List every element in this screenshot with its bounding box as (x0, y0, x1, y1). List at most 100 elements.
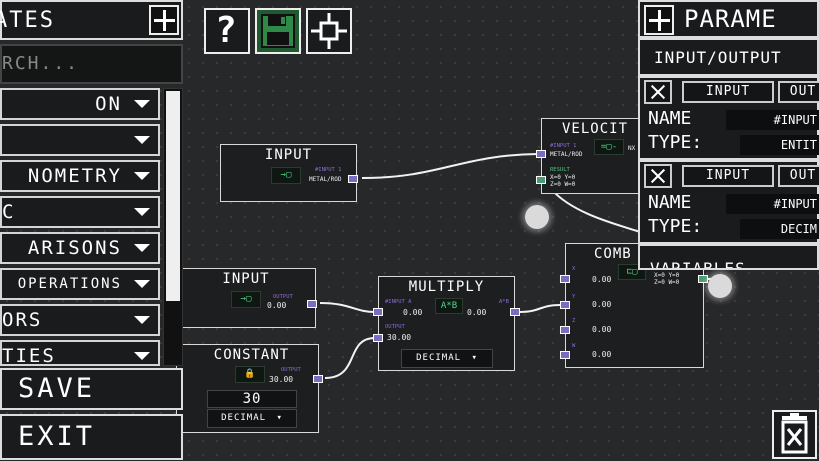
type-label: TYPE: (648, 216, 703, 237)
parameter-card: INPUT OUT NAME #INPUT TYPE: ENTIT (638, 76, 819, 160)
multiply-node[interactable]: MULTIPLY #INPUT A 0.00 A*B 0.00 A*B OUTP… (373, 276, 520, 371)
constant-value-field[interactable]: 30 (207, 390, 297, 408)
port-value: 0.00 (267, 301, 287, 310)
type-field[interactable]: ENTIT (740, 135, 819, 155)
row-label-z: Z (572, 318, 576, 324)
row-label-y: Y (572, 294, 576, 300)
chevron-down-icon (134, 136, 150, 144)
input-type-icon: →▢ (231, 291, 261, 308)
category-item[interactable]: TIES (0, 340, 160, 366)
category-item[interactable]: NOMETRY (0, 160, 160, 192)
result-port[interactable] (536, 176, 546, 184)
category-label: ON (95, 93, 122, 115)
remove-parameter-button[interactable] (644, 164, 672, 188)
result-xy: X=0 Y=0 (654, 272, 680, 279)
type-label: TYPE: (648, 132, 703, 153)
tab-output[interactable]: OUT (778, 81, 819, 103)
input-port[interactable] (536, 150, 546, 158)
output-port[interactable] (348, 175, 358, 183)
multiply-type-dropdown[interactable]: DECIMAL ▾ (401, 349, 493, 368)
tab-input[interactable]: INPUT (682, 165, 774, 187)
input-node-top[interactable]: INPUT →▢ #INPUT 1 METAL/ROD (220, 144, 358, 202)
node-title: MULTIPLY (408, 279, 485, 295)
chevron-down-icon: ▾ (471, 353, 478, 363)
dropdown-value: DECIMAL (416, 353, 462, 363)
chevron-down-icon (134, 172, 150, 180)
parameter-card: INPUT OUT NAME #INPUT TYPE: DECIM (638, 160, 819, 244)
node-title: COMB (594, 246, 632, 262)
scrollbar-thumb[interactable] (166, 91, 180, 301)
delete-button[interactable] (772, 410, 817, 459)
parameters-panel: PARAME INPUT/OUTPUT INPUT OUT NAME #INPU… (638, 0, 819, 270)
lock-icon: 🔒 (235, 366, 265, 383)
center-view-button[interactable] (306, 8, 352, 54)
add-parameter-button[interactable] (644, 5, 674, 35)
velocity-node[interactable]: VELOCIT #INPUT 1 METAL/ROD =▢- NX RESULT… (536, 118, 651, 194)
input-port-x[interactable] (560, 275, 570, 283)
input-a-label: #INPUT A (385, 299, 412, 305)
output-port[interactable] (313, 375, 323, 383)
input-b-value: 30.00 (387, 333, 412, 342)
exit-button[interactable]: EXIT (0, 414, 183, 460)
output-label: A*B (499, 299, 509, 305)
category-item[interactable]: ON (0, 88, 160, 120)
remove-parameter-button[interactable] (644, 80, 672, 104)
input-port-a[interactable] (373, 308, 383, 316)
dropdown-value: DECIMAL (221, 413, 267, 423)
row-value-w: 0.00 (592, 350, 612, 359)
input-type-icon: →▢ (271, 167, 301, 184)
save-file-button[interactable] (255, 8, 301, 54)
add-template-button[interactable] (149, 5, 179, 35)
node-title: INPUT (264, 147, 313, 163)
name-field[interactable]: #INPUT (726, 110, 819, 130)
constant-type-dropdown[interactable]: DECIMAL ▾ (207, 409, 297, 428)
constant-node[interactable]: CONSTANT 🔒 OUTPUT 30.00 30 DECIMAL ▾ (176, 344, 323, 433)
output-port[interactable] (510, 308, 520, 316)
node-title: INPUT (222, 271, 270, 287)
input-node-mid[interactable]: INPUT →▢ OUTPUT 0.00 (176, 268, 317, 328)
io-section: INPUT/OUTPUT (638, 38, 819, 76)
category-scrollbar[interactable] (163, 88, 183, 366)
name-field[interactable]: #INPUT (726, 194, 819, 214)
parameters-header: PARAME (638, 0, 819, 38)
category-item[interactable]: C (0, 196, 160, 228)
node-title: CONSTANT (213, 347, 290, 363)
input-port-b[interactable] (373, 334, 383, 342)
row-label-x: X (572, 266, 576, 272)
tab-output[interactable]: OUT (778, 165, 819, 187)
category-label: OPERATIONS (17, 276, 122, 292)
row-value-y: 0.00 (592, 300, 612, 309)
drag-handle[interactable] (708, 274, 732, 298)
row-label-w: W (572, 343, 576, 349)
operation-badge: A*B (435, 298, 463, 314)
result-zw: Z=0 W=0 (654, 279, 680, 286)
save-label: SAVE (18, 373, 96, 404)
drag-handle[interactable] (525, 205, 549, 229)
help-button[interactable]: ? (204, 8, 250, 54)
combine-node[interactable]: COMB ⊏▢ X=0 Y=0 Z=0 W=0 X 0.00 Y 0.00 Z … (560, 243, 708, 368)
trash-icon (781, 413, 808, 454)
input-port-y[interactable] (560, 301, 570, 309)
input-port-z[interactable] (560, 326, 570, 334)
search-input[interactable]: RCH... (0, 44, 183, 84)
output-port[interactable] (307, 300, 317, 308)
category-label: ORS (2, 309, 43, 331)
save-button[interactable]: SAVE (0, 368, 183, 410)
chevron-down-icon (134, 352, 150, 360)
result-value-xy: X=0 Y=0 (550, 174, 576, 181)
output-value: 0.00 (467, 308, 487, 317)
side-label: NX (628, 145, 636, 152)
panel-title: ATES (0, 8, 55, 33)
category-item[interactable]: ORS (0, 304, 160, 336)
category-item[interactable] (0, 124, 160, 156)
result-port[interactable] (698, 275, 708, 283)
category-item[interactable]: ARISONS (0, 232, 160, 264)
type-field[interactable]: DECIM (740, 219, 819, 239)
velocity-icon: =▢- (594, 139, 624, 155)
panel-title: PARAME (684, 5, 777, 33)
category-item[interactable]: OPERATIONS (0, 268, 160, 300)
tab-input[interactable]: INPUT (682, 81, 774, 103)
input-port-w[interactable] (560, 351, 570, 359)
exit-label: EXIT (18, 421, 96, 452)
port-value: 30.00 (269, 375, 294, 384)
